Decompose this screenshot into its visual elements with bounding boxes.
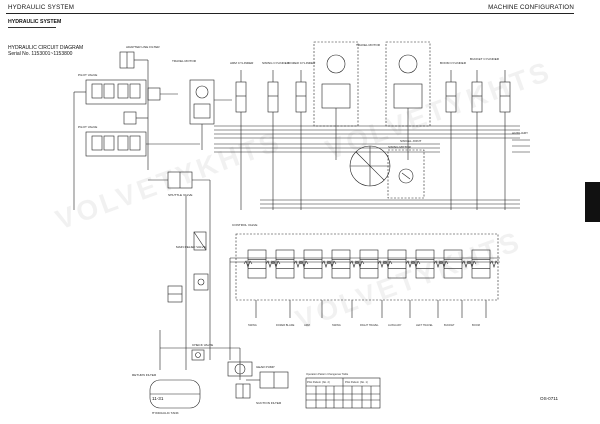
spool-label-7: LEFT TRAVEL <box>416 323 433 327</box>
main-relief-valve <box>193 231 207 251</box>
header-right: MACHINE CONFIGURATION <box>488 4 574 11</box>
table-header-2: Pilot Pattern (No. 1) <box>345 380 368 384</box>
swing-motor <box>398 168 414 184</box>
spool-label-3: ARM <box>304 323 310 327</box>
changeover-table <box>305 377 381 409</box>
check-valve-bottom <box>191 349 205 361</box>
label-return-filter: RETURN FILTER <box>132 373 157 377</box>
label-bucket-cylinder: BUCKET CYLINDER <box>470 57 500 61</box>
spool-4 <box>327 249 359 279</box>
page-tab-marker <box>585 182 600 222</box>
label-suction-filter: SUCTION FILTER <box>256 401 282 405</box>
watermark-text-3: VOLVETYKHTS <box>321 55 555 165</box>
travel-motor-box-1 <box>313 41 359 127</box>
label-arm-cylinder: ARM CYLINDER <box>230 61 254 65</box>
travel-motor-left-block <box>189 79 232 150</box>
spool-labels: SWING DOZER BLADE ARM SWING RIGHT TRAVEL AUXI… <box>248 323 480 327</box>
label-swing-motor: SWING MOTOR <box>388 145 412 149</box>
diagram-title-line1: HYDRAULIC CIRCUIT DIAGRAM <box>8 45 84 51</box>
label-check-valve: CHECK VALVE <box>192 343 213 347</box>
label-dozer-cylinder: DOZER CYLINDER <box>288 61 316 65</box>
footer-page: 11-31 <box>152 396 164 401</box>
adapter-line-filter-lower <box>123 111 148 125</box>
watermark-text-2: VOLVETYKHTS <box>291 225 525 335</box>
adapter-line-filter-top <box>119 51 149 170</box>
swing-motor-box <box>387 149 425 199</box>
boom-cylinder <box>445 70 457 210</box>
spool-label-8: BUCKET <box>444 323 455 327</box>
diagram-title-line2: Serial No. 1153001~1153800 <box>8 51 73 57</box>
label-travel-motor-r: TRAVEL MOTOR <box>356 43 381 47</box>
label-pilot-valve-r: PILOT VALVE <box>78 125 97 129</box>
label-gear-pump: GEAR PUMP <box>256 365 275 369</box>
supply-lines <box>185 180 500 370</box>
header-rule <box>6 13 574 15</box>
label-main-relief: MAIN RELIEF VALVE <box>176 245 206 249</box>
swivel-joint <box>349 145 391 187</box>
label-swing-cylinder: SWING CYLINDER <box>262 61 290 65</box>
spool-label-9: BOOM <box>472 323 480 327</box>
label-auxiliary: AUXILIARY <box>512 131 528 135</box>
label-control-valve: CONTROL VALVE <box>232 223 257 227</box>
label-shuttle-valve: SHUTTLE VALVE <box>168 193 192 197</box>
travel-motor-box-2 <box>385 41 431 127</box>
label-boom-cylinder: BOOM CYLINDER <box>440 61 467 65</box>
spool-9 <box>467 249 499 279</box>
check-valve <box>193 273 209 291</box>
dozer-cylinder <box>295 70 307 210</box>
label-swivel-joint: SWIVEL JOINT <box>400 139 421 143</box>
header-left: HYDRAULIC SYSTEM <box>8 4 75 11</box>
section-rule <box>8 27 56 28</box>
watermark: VOLVETYKHTS VOLVETYKHTS VOLVETYKHTS <box>51 55 555 335</box>
spool-3 <box>299 249 331 279</box>
label-travel-motor-l: TRAVEL MOTOR <box>172 59 197 63</box>
spool-label-4: SWING <box>332 323 341 327</box>
auxiliary-cylinder <box>499 70 511 210</box>
label-adapter-line-filter: ADAPTER LINE FILTER <box>126 45 160 49</box>
spool-label-1: SWING <box>248 323 257 327</box>
swing-cylinder <box>267 70 279 210</box>
diagram-title: HYDRAULIC CIRCUIT DIAGRAM Serial No. 115… <box>8 45 83 57</box>
label-pilot-valve-l: PILOT VALVE <box>78 73 97 77</box>
hydraulic-tank <box>149 379 201 409</box>
pilot-valve-lower <box>85 131 200 157</box>
label-hydraulic-tank: HYDRAULIC TANK <box>152 411 180 415</box>
auxiliary-port <box>512 139 530 153</box>
pilot-line-bundle <box>214 125 520 209</box>
pattern-change-valve <box>246 371 289 389</box>
table-title: Operation Pattern Changeover Table <box>306 372 349 376</box>
suction-filter <box>235 383 251 399</box>
table-header-1: Pilot Pattern (No. 2) <box>307 380 330 384</box>
adapter-line-filter-mid <box>147 87 178 101</box>
spool-label-2: DOZER BLADE <box>276 323 295 327</box>
spool-1 <box>243 249 275 279</box>
bucket-cylinder <box>471 70 483 210</box>
gear-pump <box>227 361 253 377</box>
pilot-valve-upper <box>73 79 147 210</box>
spool-label-6: AUXILIARY <box>388 323 402 327</box>
watermark-text-1: VOLVETYKHTS <box>51 125 285 235</box>
spool-2 <box>271 249 303 279</box>
arm-cylinder <box>235 70 247 210</box>
control-valve-enclosure <box>235 233 499 301</box>
bottom-port-lines <box>255 300 487 318</box>
footer-code: OS-0711 <box>540 396 559 401</box>
shuttle-valve <box>148 171 210 189</box>
section-title: HYDRAULIC SYSTEM <box>8 19 62 25</box>
pressure-switch <box>167 285 183 303</box>
spool-label-5: RIGHT TRAVEL <box>360 323 379 327</box>
